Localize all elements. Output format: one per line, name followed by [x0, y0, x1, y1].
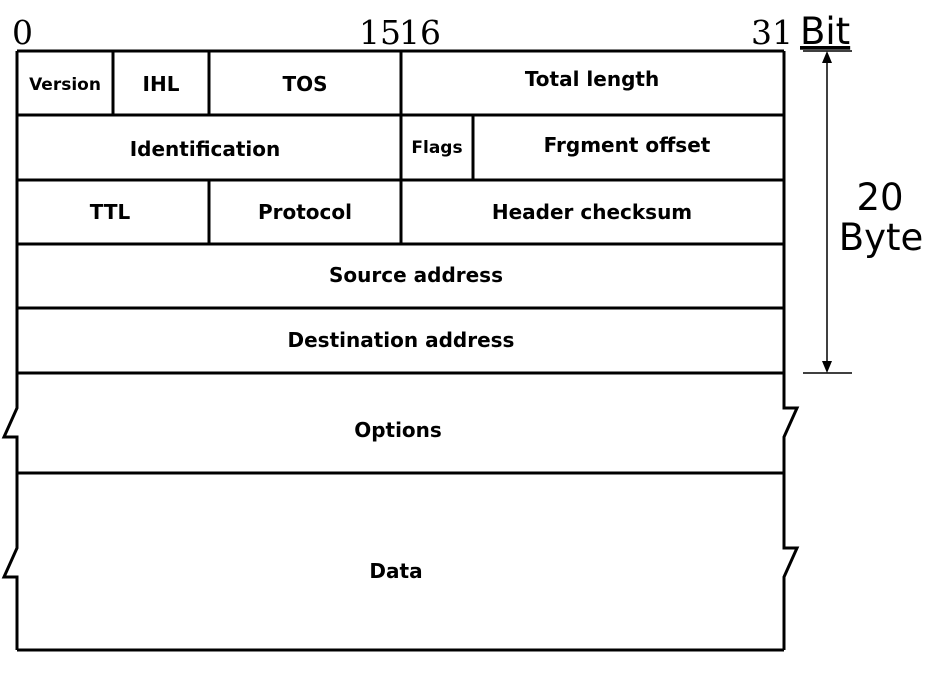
field-source-address: Source address [329, 263, 503, 287]
field-version: Version [29, 75, 101, 95]
arrow-up-icon [822, 51, 832, 63]
variable-section-frame [1, 373, 800, 652]
field-total-length: Total length [525, 67, 659, 91]
field-ttl: TTL [90, 200, 131, 224]
bit-label-15: 15 [359, 13, 401, 52]
header-size-unit: Byte [839, 216, 924, 259]
header-size-value: 20 [856, 176, 903, 219]
field-ihl: IHL [143, 72, 180, 96]
bit-label-0: 0 [12, 13, 33, 52]
field-fragment-offset: Frgment offset [544, 133, 711, 157]
field-data: Data [369, 559, 422, 583]
bit-unit-label: Bit [800, 10, 850, 53]
field-header-checksum: Header checksum [492, 200, 692, 224]
bit-label-16: 16 [399, 13, 441, 52]
header-frame [15, 49, 786, 408]
field-protocol: Protocol [258, 200, 352, 224]
field-tos: TOS [282, 72, 327, 96]
field-destination-address: Destination address [288, 328, 515, 352]
arrow-down-icon [822, 361, 832, 373]
header-size-dimension [803, 50, 852, 374]
field-options: Options [354, 418, 442, 442]
bit-label-31: 31 [751, 13, 793, 52]
field-flags: Flags [411, 138, 462, 158]
field-identification: Identification [130, 137, 281, 161]
